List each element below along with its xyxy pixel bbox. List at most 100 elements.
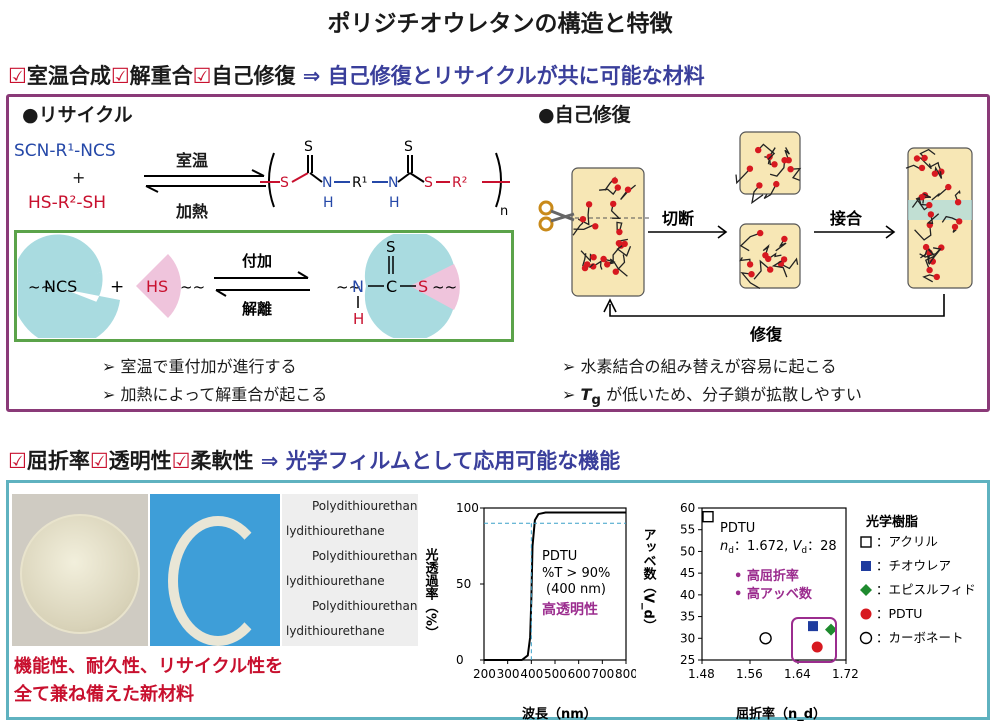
nitrogen-label: N <box>322 175 332 191</box>
hbond-site <box>773 181 779 187</box>
hbond-site <box>616 229 622 235</box>
legend-marker <box>861 537 871 547</box>
hbond-site <box>610 201 616 207</box>
hbond-site <box>622 241 628 247</box>
y-tick-label: 40 <box>680 588 695 602</box>
carbon-label: C <box>386 277 397 296</box>
hydrogen-label: H <box>323 195 334 211</box>
sulfur-label: S <box>304 139 313 155</box>
check-icon: ☑ <box>90 449 109 473</box>
y-tick-label: 35 <box>680 610 695 624</box>
hbond-site <box>928 211 934 217</box>
feature-header-2: ☑屈折率☑透明性☑柔軟性 ⇒ 光学フィルムとして応用可能な機能 <box>8 445 620 475</box>
r2-label: R² <box>452 175 467 191</box>
label-text: Polydithiourethane <box>282 544 418 569</box>
feature-result: 光学フィルムとして応用可能な機能 <box>286 449 621 473</box>
hbond-site <box>747 166 753 172</box>
ncs-label: NCS <box>44 277 77 296</box>
y-axis-label: アッベ数（V_d） <box>641 528 658 632</box>
hbond-site <box>755 147 761 153</box>
legend-label: ：アクリル <box>876 534 938 549</box>
x-tick-label: 1.48 <box>688 667 715 681</box>
join-label: 接合 <box>830 209 863 228</box>
y-tick-label: 45 <box>680 566 695 580</box>
self-heal-diagram: 切断 接合 修復 <box>530 128 984 348</box>
x-tick-label: 300 <box>497 667 520 681</box>
recycle-heading: ●リサイクル <box>22 100 133 127</box>
check-icon: ☑ <box>193 64 212 88</box>
hbond-site <box>586 201 592 207</box>
bullet-text: 室温で重付加が進行する <box>121 357 297 376</box>
polymer-structure: S S N H R¹ N H S S R² n <box>260 135 510 225</box>
recycle-bullet: ➢ 加熱によって解重合が起こる <box>102 381 327 405</box>
hbond-site <box>781 256 787 262</box>
plus-sign: + <box>110 277 124 297</box>
x-tick-label: 700 <box>591 667 614 681</box>
film-photo-transparent: Polydithiourethane lydithiourethane Poly… <box>282 494 418 646</box>
caption-line-1: 機能性、耐久性、リサイクル性を <box>14 652 283 678</box>
nitrogen-label: N <box>388 175 398 191</box>
data-point <box>760 633 771 644</box>
legend-marker <box>861 561 871 571</box>
label-text: lydithiourethane <box>282 619 418 644</box>
hbond-site <box>748 271 754 277</box>
legend-label: ：エピスルフィド <box>876 582 976 597</box>
hbond-site <box>781 236 787 242</box>
cut-label: 切断 <box>662 209 694 228</box>
monomer-2: HS-R²-SH <box>28 193 106 213</box>
hydrogen-label: H <box>353 310 364 328</box>
nitrogen-label: N <box>352 277 364 296</box>
film-photo-round <box>12 494 148 646</box>
hbond-site <box>604 261 610 267</box>
label-text: Polydithiourethane <box>282 594 418 619</box>
caption-line-2: 全て兼ね備えた新材料 <box>14 680 194 706</box>
data-point <box>808 621 818 631</box>
hbond-site <box>592 223 598 229</box>
feature-result: 自己修復とリサイクルが共に可能な材料 <box>328 64 705 88</box>
transmittance-chart: 光透過率（%） 波長（nm） 2003004005006007008000501… <box>424 488 636 722</box>
repeat-n-label: n <box>500 204 508 219</box>
highlight-refractive: • 高屈折率 <box>734 568 799 584</box>
legend-label: ：カーボネート <box>876 630 964 645</box>
sample-block-bottom-half <box>740 224 800 288</box>
x-tick-label: 200 <box>473 667 496 681</box>
abbe-refractive-chart: アッベ数（V_d） 屈折率（n_d） 1.481.561.641.7225303… <box>640 488 988 722</box>
hbond-site <box>584 261 590 267</box>
hbond-site <box>934 274 940 280</box>
legend-title: 光学樹脂 <box>865 514 918 530</box>
check-icon: ☑ <box>8 449 27 473</box>
x-tick-label: 800 <box>615 667 636 681</box>
x-tick-label: 1.56 <box>736 667 763 681</box>
hbond-site <box>771 161 777 167</box>
hbond-site <box>926 267 932 273</box>
hbond-site <box>757 230 763 236</box>
feature-label: 自己修復 <box>211 64 295 88</box>
feature-label: 透明性 <box>109 449 172 473</box>
hbond-site <box>765 256 771 262</box>
heal-bullet: ➢ 水素結合の組み替えが容易に起こる <box>562 353 837 377</box>
y-tick-label: 50 <box>456 577 471 591</box>
annotation-values: nd：1.672, Vd：28 <box>720 539 837 556</box>
hbond-site <box>590 254 596 260</box>
hbond-site <box>747 261 753 267</box>
feature-header-1: ☑室温合成☑解重合☑自己修復 ⇒ 自己修復とリサイクルが共に可能な材料 <box>8 60 705 90</box>
hbond-site <box>613 269 619 275</box>
feature-label: 解重合 <box>130 64 193 88</box>
label-text: lydithiourethane <box>282 519 418 544</box>
hbond-site <box>926 202 932 208</box>
legend-label: ：チオウレア <box>876 558 951 573</box>
highlight-transparency: 高透明性 <box>542 601 598 618</box>
hbond-site <box>767 266 773 272</box>
hbond-site <box>938 244 944 250</box>
hbond-site <box>787 166 793 172</box>
bullet-text: が低いため、分子鎖が拡散しやすい <box>606 385 862 404</box>
data-point <box>812 641 823 652</box>
y-tick-label: 30 <box>680 631 695 645</box>
data-point <box>703 512 713 522</box>
tg-symbol: T <box>581 385 592 404</box>
x-tick-label: 500 <box>544 667 567 681</box>
x-tick-label: 400 <box>520 667 543 681</box>
tg-subscript: g <box>591 393 601 408</box>
repair-label: 修復 <box>749 325 783 344</box>
heal-heading: ●自己修復 <box>538 100 631 127</box>
